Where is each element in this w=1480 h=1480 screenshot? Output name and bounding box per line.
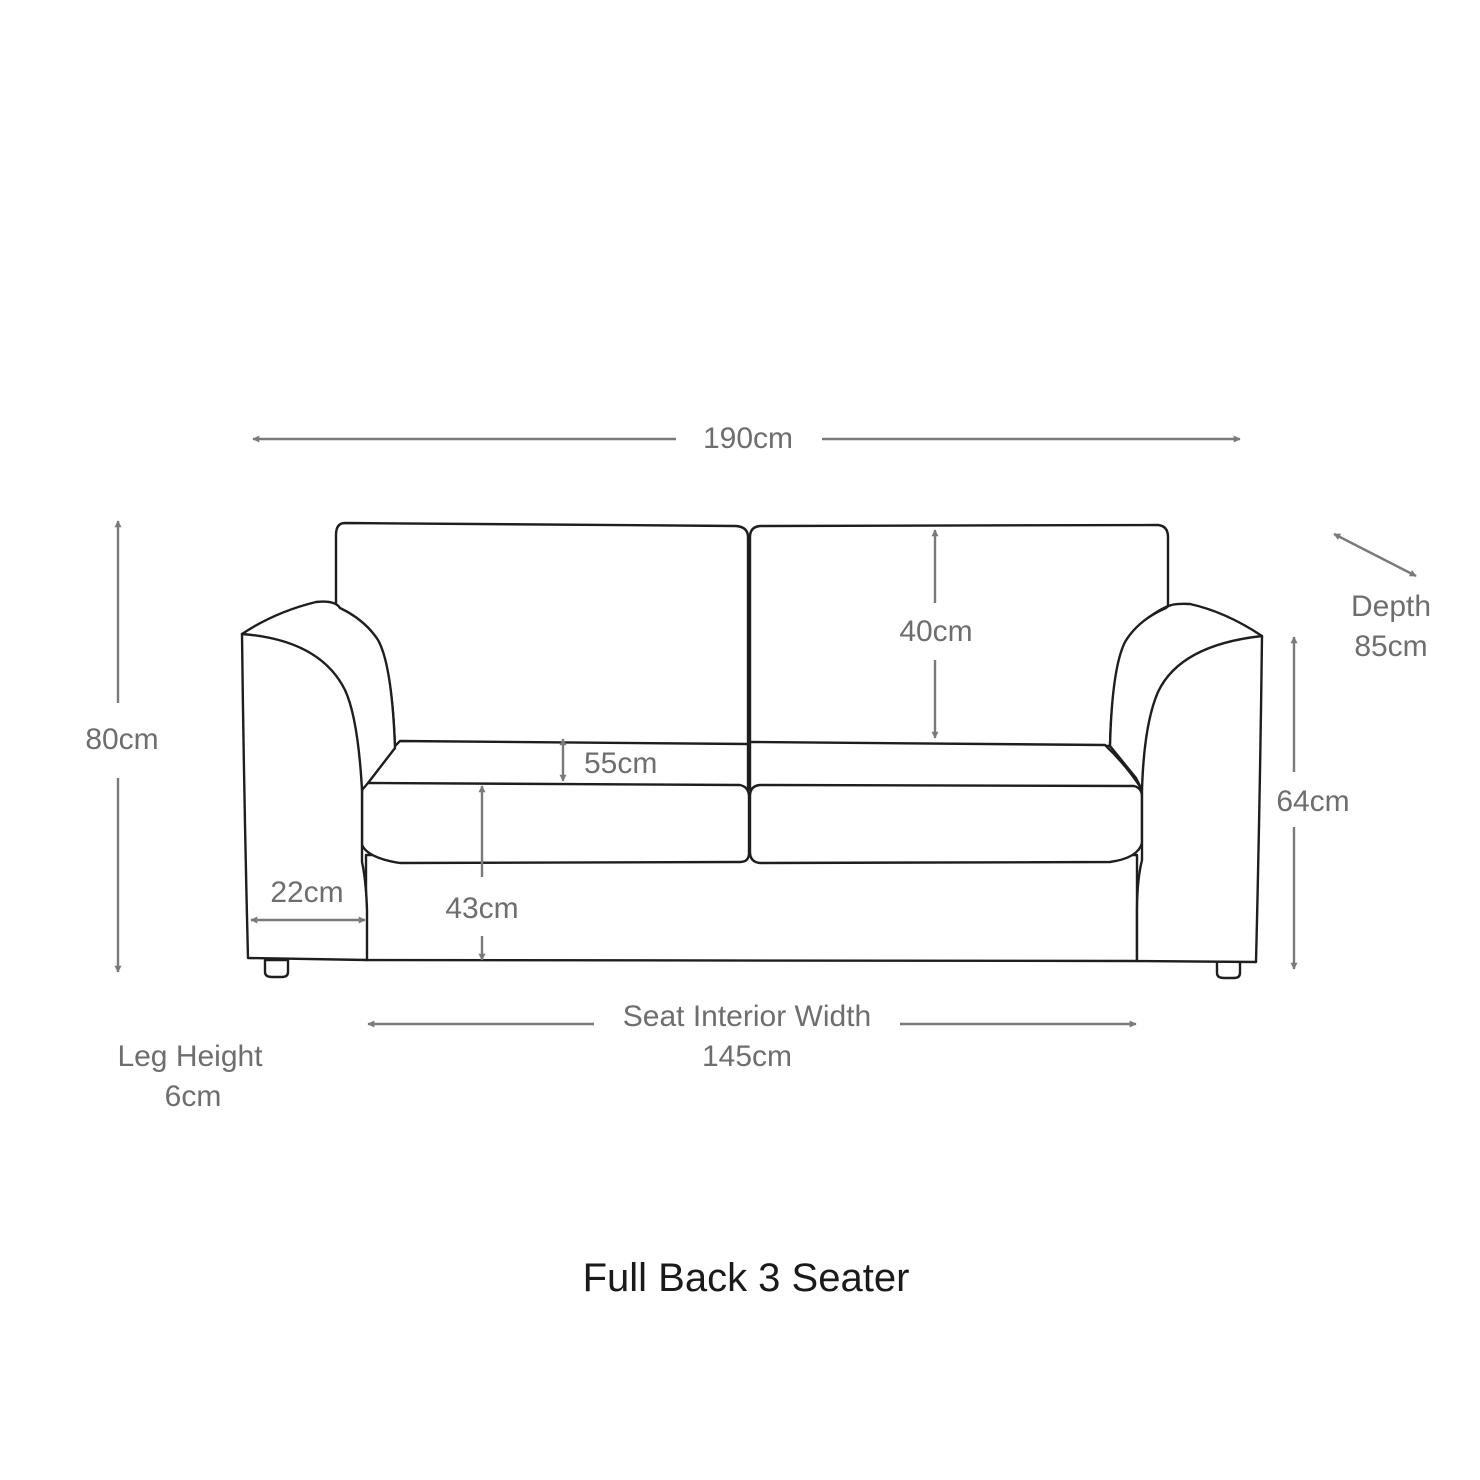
depth-arrow-upper (1333, 532, 1376, 557)
left-seat-cushion-front (360, 781, 751, 865)
right-arm-inner-curve (1140, 634, 1264, 792)
dimension-lines (114, 435, 1417, 1028)
left-arm-inner-curve (240, 632, 364, 792)
dimension-labels: 190cm 80cm 40cm 55cm 43cm 22cm 64cm Dept… (85, 422, 1431, 1113)
right-leg (1215, 958, 1242, 980)
diagram-title: Full Back 3 Seater (583, 1256, 910, 1300)
depth-value: 85cm (1354, 630, 1427, 663)
left-back-cushion (334, 521, 750, 750)
depth-label: Depth (1351, 590, 1431, 623)
left-arm (240, 600, 397, 962)
depth-arrow-lower (1374, 553, 1417, 578)
overall-width-label: 190cm (703, 422, 793, 455)
overall-height-label: 80cm (85, 723, 158, 756)
leg-height-label: Leg Height (117, 1040, 263, 1073)
seat-interior-value: 145cm (702, 1040, 792, 1073)
seat-interior-label: Seat Interior Width (623, 1000, 871, 1033)
left-leg (263, 958, 290, 979)
right-seat-cushion-front (748, 783, 1144, 865)
arm-height-label: 64cm (1276, 785, 1349, 818)
right-arm (1108, 602, 1264, 964)
sofa-illustration (240, 521, 1264, 980)
arm-width-label: 22cm (270, 876, 343, 909)
seat-depth-label: 55cm (584, 747, 657, 780)
right-seat-cushion (748, 740, 1143, 792)
seat-height-label: 43cm (445, 892, 518, 925)
back-height-label: 40cm (899, 615, 972, 648)
leg-height-value: 6cm (165, 1080, 222, 1113)
